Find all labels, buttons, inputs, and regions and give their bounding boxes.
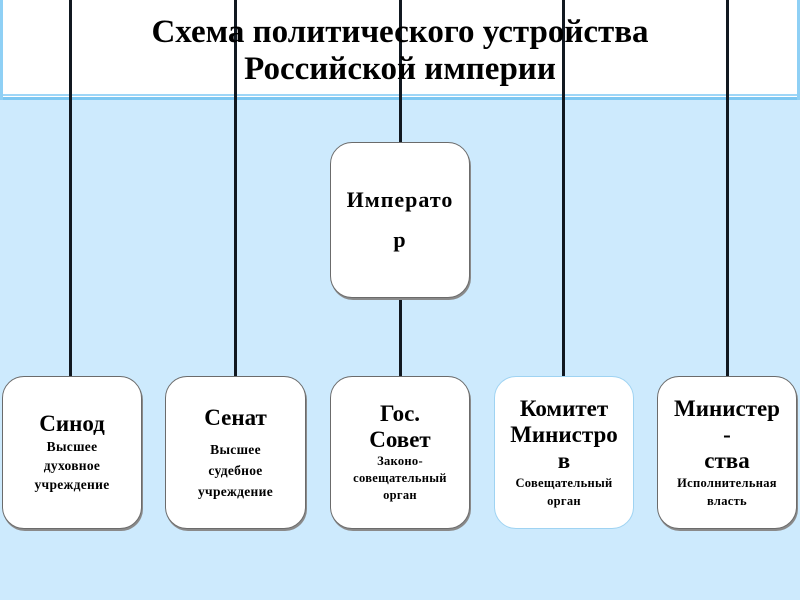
- committee-name-line: Комитет: [519, 395, 609, 421]
- committee-desc-line: Совещательный: [515, 475, 613, 490]
- senate-desc-line: учреждение: [197, 484, 274, 499]
- ministries-name-line: Министер: [674, 395, 780, 421]
- emperor-name: Императо р: [347, 180, 454, 260]
- connector-line-committee: [562, 0, 565, 377]
- connector-line-senate: [234, 0, 237, 377]
- ministries-name-line: ства: [704, 447, 750, 473]
- connector-line-emperor-top: [399, 0, 402, 143]
- gos-sovet-description: Законо- совещательный орган: [353, 453, 447, 504]
- gos-sovet-desc-line: Законо-: [377, 454, 423, 468]
- title-line-2: Российской империи: [244, 51, 556, 87]
- ministries-description: Исполнительная власть: [677, 474, 777, 510]
- committee-name-line: Министро: [510, 421, 618, 447]
- emperor-name-line-2: р: [393, 227, 407, 252]
- senate-name: Сенат: [204, 405, 267, 430]
- connector-line-synod: [69, 0, 72, 377]
- synod-name: Синод: [39, 411, 105, 436]
- committee-name: Комитет Министро в: [510, 396, 618, 474]
- gos-sovet-box: Гос. Совет Законо- совещательный орган: [330, 376, 470, 529]
- committee-of-ministers-box: Комитет Министро в Совещательный орган: [494, 376, 634, 529]
- ministries-desc-line: власть: [707, 493, 747, 508]
- synod-desc-line: Высшее: [46, 439, 98, 454]
- ministries-desc-line: Исполнительная: [677, 475, 777, 490]
- emperor-box: Императо р: [330, 142, 470, 298]
- committee-name-line: в: [557, 447, 571, 473]
- synod-box: Синод Высшее духовное учреждение: [2, 376, 142, 529]
- gos-sovet-desc-line: совещательный: [353, 471, 447, 485]
- committee-description: Совещательный орган: [515, 474, 612, 510]
- gos-sovet-name-line: Гос.: [379, 401, 421, 426]
- senate-desc-line: Высшее: [210, 442, 261, 457]
- senate-desc-line: судебное: [208, 463, 263, 478]
- senate-box: Сенат Высшее судебное учреждение: [165, 376, 306, 529]
- emperor-name-line-1: Императо: [346, 187, 454, 212]
- connector-line-ministries: [726, 0, 729, 377]
- synod-desc-line: духовное: [43, 458, 101, 473]
- gos-sovet-desc-line: орган: [383, 488, 417, 502]
- title-line-1: Схема политического устройства: [151, 14, 649, 50]
- connector-line-gos-sovet: [399, 297, 402, 377]
- synod-description: Высшее духовное учреждение: [34, 437, 109, 494]
- synod-desc-line: учреждение: [34, 477, 110, 492]
- ministries-name: Министер - ства: [674, 396, 780, 474]
- gos-sovet-name-line: Совет: [369, 427, 431, 452]
- ministries-name-line: -: [723, 421, 731, 447]
- senate-description: Высшее судебное учреждение: [198, 439, 273, 502]
- ministries-box: Министер - ства Исполнительная власть: [657, 376, 797, 529]
- gos-sovet-name: Гос. Совет: [369, 401, 430, 453]
- page-title: Схема политического устройства Российско…: [0, 14, 800, 88]
- committee-desc-line: орган: [547, 493, 581, 508]
